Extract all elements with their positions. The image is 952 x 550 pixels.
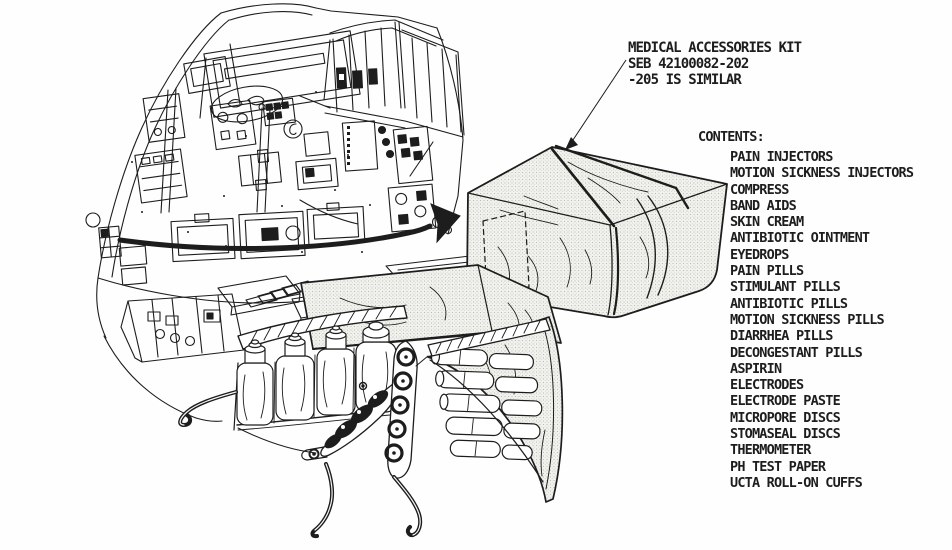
contents-item: PAIN PILLS [730,263,804,280]
grommet-strip-flap [384,340,429,479]
label-leader-line [565,59,627,150]
contents-item: MOTION SICKNESS INJECTORS [730,165,914,182]
contents-item: EYEDROPS [730,246,789,263]
contents-item: PAIN INJECTORS [730,149,833,165]
contents-item: ELECTRODE PASTE [730,393,841,410]
transfer-arrow [117,203,461,251]
contents-item: PH TEST PAPER [730,458,826,475]
contents-item: SKIN CREAM [730,214,804,231]
contents-item: ANTIBIOTIC PILLS [730,295,848,312]
kit-label-line2: SEB 42100082-202 [628,56,749,72]
contents-item: STOMASEAL DISCS [730,426,841,443]
contents-item: MOTION SICKNESS PILLS [730,311,885,328]
open-kit-drawing [178,264,564,539]
kit-straps [178,390,423,539]
bottles [236,321,397,426]
contents-item: DECONGESTANT PILLS [730,344,863,361]
closed-kit-drawing [466,144,728,319]
kit-label: MEDICAL ACCESSORIES KIT SEB 42100082-202… [628,40,802,88]
contents-item: MICROPORE DISCS [730,409,841,426]
contents-item: COMPRESS [730,181,789,198]
contents-item: ASPIRIN [730,360,782,377]
kit-strap-band [636,195,669,299]
kit-label-line1: MEDICAL ACCESSORIES KIT [628,40,802,56]
contents-item: BAND AIDS [730,197,797,214]
contents-item: UCTA ROLL-ON CUFFS [730,474,863,491]
kit-top-flap [550,144,690,228]
contents-item: DIARRHEA PILLS [730,328,833,345]
contents-item: STIMULANT PILLS [730,279,841,296]
contents-item: THERMOMETER [730,442,811,459]
contents-heading: CONTENTS: [698,129,765,145]
contents-item: ANTIBIOTIC OINTMENT [730,230,870,247]
contents-item: ELECTRODES [730,377,804,394]
kit-dashed-pocket [482,210,530,298]
cabin-hull-outline [96,3,464,339]
tube-pocket-roll [427,318,551,357]
kit-label-line3: -205 IS SIMILAR [628,72,742,88]
